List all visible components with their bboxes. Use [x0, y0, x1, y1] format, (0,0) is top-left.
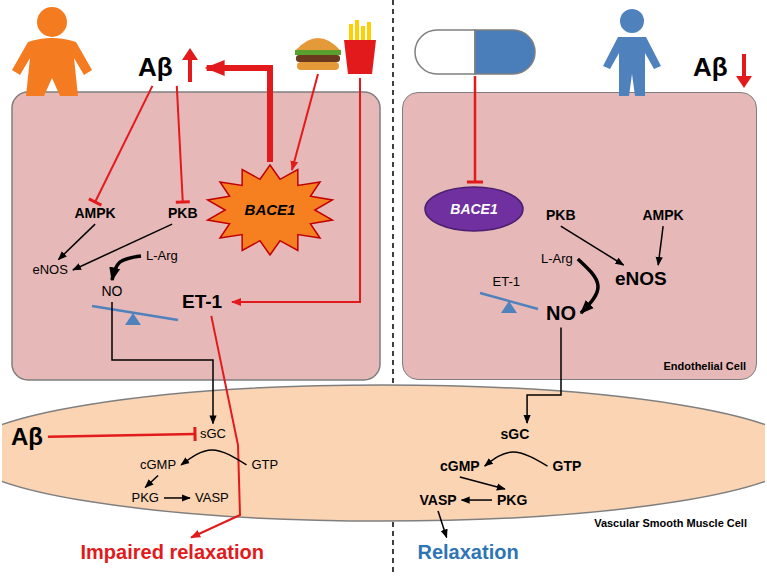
pathway-connector: [112, 256, 141, 280]
increase-arrow: [182, 48, 198, 82]
molecule-label: cGMP: [437, 457, 483, 475]
smooth-muscle-cell-text: Vascular Smooth Muscle Cell: [594, 517, 747, 530]
pathway-connector: [95, 86, 152, 202]
enzyme-burst-text: BACE1: [245, 201, 296, 218]
molecule-label: GTP: [249, 457, 282, 474]
kinase-label-text: AMPK: [643, 207, 684, 223]
molecule-label-text: GTP: [252, 458, 279, 473]
pathway-connector: [462, 499, 492, 501]
endothelial-cell-text: Endothelial Cell: [663, 360, 746, 373]
enzyme-oval-text: BACE1: [450, 201, 497, 217]
endothelial-cell: Endothelial Cell BACE1 PKB AMPK L-Arg eNOS ET-…: [402, 92, 757, 380]
molecule-label: cGMP: [137, 457, 179, 474]
obese-person-icon: [12, 7, 92, 96]
molecule-label: NO: [99, 282, 126, 300]
enzyme-label-text: sGC: [501, 426, 530, 442]
inhibition-line: [474, 76, 477, 182]
decrease-arrow: [736, 54, 752, 88]
protein-label: VASP: [417, 491, 460, 509]
burst-shape: [208, 165, 333, 255]
kinase-label-text: PKG: [132, 491, 159, 506]
substrate-label-text: L-Arg: [146, 249, 178, 264]
enzyme-label-text: sGC: [200, 427, 226, 442]
kinase-label-text: AMPK: [75, 205, 116, 221]
burger-icon: [295, 38, 341, 70]
molecule-label: GTP: [550, 457, 585, 475]
amyloid-label: Aβ: [8, 422, 46, 452]
kinase-label: AMPK: [72, 204, 119, 222]
molecule-label-text: NO: [102, 283, 123, 299]
pathway-connector: [58, 224, 95, 259]
amyloid-label-text: Aβ: [11, 423, 43, 451]
enzyme-label: eNOS: [612, 267, 670, 291]
molecule-label-text: ET-1: [493, 275, 520, 290]
molecule-label: ET-1: [179, 290, 225, 314]
kinase-label: PKB: [543, 206, 579, 224]
enzyme-label-text: eNOS: [615, 268, 667, 290]
molecule-label-text: cGMP: [440, 458, 480, 474]
kinase-label: PKG: [129, 490, 162, 507]
pathway-connector: [164, 497, 190, 499]
cell-outline: [2, 385, 765, 521]
protein-label-text: VASP: [420, 492, 457, 508]
molecule-label: ET-1: [490, 274, 523, 291]
lean-person-icon: [603, 9, 661, 96]
substrate-label: L-Arg: [538, 251, 576, 268]
molecule-label-text: GTP: [553, 458, 582, 474]
kinase-label: PKG: [494, 491, 530, 509]
kinase-label-text: PKB: [546, 207, 576, 223]
smooth-muscle-cell: Vascular Smooth Muscle Cell sGC cGMP GTP PKG…: [2, 383, 765, 533]
drug-capsule: [415, 30, 535, 74]
enzyme-label: sGC: [498, 425, 533, 443]
molecule-label-text: NO: [546, 302, 576, 325]
pathway-connector: [207, 68, 270, 162]
enzyme-burst: BACE1: [205, 164, 335, 256]
enzyme-oval: BACE1: [424, 186, 524, 232]
outcome-label: Relaxation: [415, 540, 522, 565]
cell-outline: [2, 383, 765, 533]
diet-effect-arrow: [292, 74, 318, 170]
enzyme-label: sGC: [197, 426, 229, 443]
outcome-label-text: Relaxation: [418, 541, 519, 564]
substrate-label: L-Arg: [143, 248, 181, 265]
endothelial-cell: [12, 92, 380, 380]
pathway-connector: [177, 86, 183, 202]
pathway-connector: [73, 224, 172, 270]
molecule-label-text: cGMP: [140, 458, 176, 473]
amyloid-level-text: Aβ: [693, 53, 728, 83]
kinase-label-text: PKG: [497, 492, 527, 508]
enzyme-label-text: eNOS: [33, 263, 68, 278]
enzyme-label: eNOS: [30, 262, 71, 279]
molecule-label: NO: [543, 301, 579, 326]
kinase-label: AMPK: [640, 206, 687, 224]
protein-label: VASP: [192, 490, 232, 507]
kinase-label: PKB: [165, 204, 201, 222]
fries-icon: [344, 20, 376, 74]
outcome-label: Impaired relaxation: [78, 540, 267, 565]
oval-shape: [425, 187, 523, 231]
outcome-label-text: Impaired relaxation: [81, 541, 264, 564]
amyloid-level-text: Aβ: [138, 53, 173, 83]
molecule-label-text: ET-1: [182, 291, 222, 313]
protein-label-text: VASP: [195, 491, 229, 506]
kinase-label-text: PKB: [168, 205, 198, 221]
balance-seesaw: [92, 306, 178, 325]
substrate-label-text: L-Arg: [541, 252, 573, 267]
